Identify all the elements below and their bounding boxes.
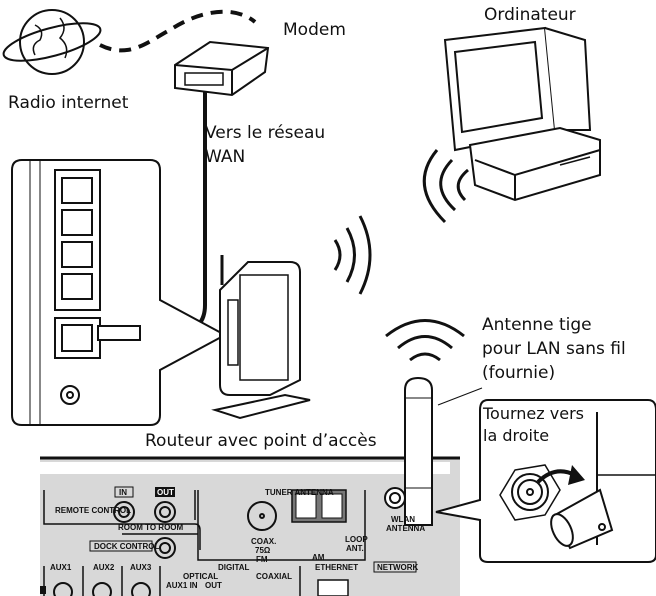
coax-label: COAX. [251,537,276,546]
antenna-label: ANTENNA [386,524,425,533]
loop-label: LOOP [345,535,368,544]
wlan-antenna-icon [404,376,433,526]
receiver-rear-panel [40,456,460,596]
optical-out-label: OUT [205,581,222,590]
antenna-label-line3: (fournie) [482,363,556,383]
ohm-label: 75Ω [255,546,271,555]
router-icon [211,255,311,420]
dock-control-label: DOCK CONTROL [94,542,159,551]
fm-label: FM [256,555,268,564]
out-label: OUT [157,488,174,497]
ant-label: ANT. [346,544,364,553]
am-label: AM [312,553,325,562]
wifi-signal-icon [385,319,465,362]
aux1-label: AUX1 [50,563,72,572]
remote-control-label: REMOTE CONTROL [55,506,131,515]
antenna-label-line1: Antenne tige [482,315,592,335]
wifi-signal-icon [422,149,469,224]
modem-icon [174,40,270,97]
globe-icon [2,9,102,75]
router-label: Routeur avec point d’accès [145,431,377,451]
internet-radio-label: Radio internet [8,93,129,113]
network-label: NETWORK [377,563,419,572]
in-label: IN [119,488,127,497]
aux3-label: AUX3 [130,563,152,572]
modem-label: Modem [283,20,346,40]
turn-label-line1: Tournez vers [483,404,584,423]
optical-label: OPTICAL [183,572,218,581]
router-rear-inset [11,159,228,426]
antenna-detail-inset [435,399,656,563]
room-to-room-label: ROOM TO ROOM [118,523,184,532]
wlan-label: WLAN [391,515,415,524]
antenna-label-line2: pour LAN sans fil [482,339,626,359]
turn-label-line2: la droite [483,426,550,445]
wan-label-line2: WAN [205,147,246,167]
aux2-label: AUX2 [93,563,115,572]
computer-icon [443,26,601,202]
digital-label: DIGITAL [218,563,250,572]
wifi-signal-icon [333,215,372,295]
tuner-antenna-label: TUNER ANTENNA [265,488,334,497]
coaxial-label: COAXIAL [256,572,292,581]
internet-link [99,9,257,53]
ethernet-label: ETHERNET [315,563,358,572]
aux1-in-label: AUX1 IN [166,581,198,590]
computer-label: Ordinateur [484,5,576,25]
wan-label-line1: Vers le réseau [205,123,326,143]
